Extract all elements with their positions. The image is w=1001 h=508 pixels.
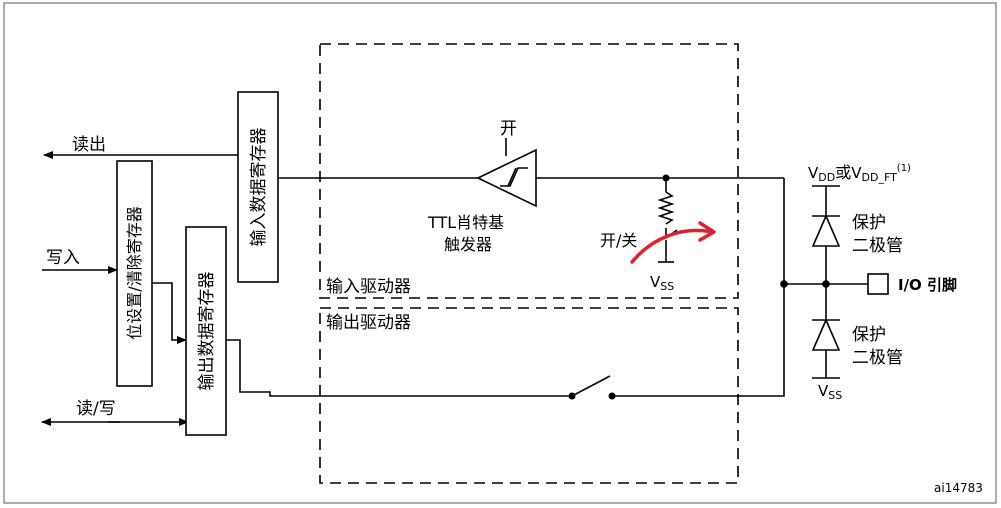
vdd-label: VDD或VDD_FT(1)	[808, 163, 911, 184]
io-pin-box	[867, 273, 889, 295]
annotation-arrow	[630, 228, 714, 264]
outer-frame	[3, 2, 997, 504]
figure-id: ai14783	[934, 481, 983, 495]
output-data-register	[185, 226, 227, 436]
read-out-label: 读出	[72, 135, 106, 155]
output-driver-label: 输出驱动器	[326, 313, 411, 333]
output-data-register-label: 输出数据寄存器	[197, 272, 217, 391]
write-in-label: 写入	[46, 248, 80, 268]
bottom-vss-label: VSS	[818, 382, 842, 402]
read-write-label: 读/写	[76, 399, 116, 419]
upper-protection-diode	[811, 213, 841, 247]
schmitt-on-label: 开	[500, 119, 517, 139]
lower-diode-label-line2: 二极管	[852, 348, 903, 368]
input-driver-region	[319, 43, 739, 299]
odr-output-wire	[226, 339, 572, 397]
upper-diode-label-line1: 保护	[852, 213, 886, 233]
bit-set-reset-register-label: 位设置/清除寄存器	[125, 206, 144, 339]
lower-protection-diode	[811, 317, 841, 351]
schmitt-trigger	[476, 148, 537, 208]
input-data-register	[237, 91, 279, 283]
schmitt-label-line1: TTL肖特基	[427, 213, 504, 232]
bit-set-reset-register	[116, 160, 153, 387]
hysteresis-icon	[500, 167, 528, 187]
upper-diode-label-line2: 二极管	[852, 236, 903, 256]
bsr-to-odr-wire	[152, 282, 187, 344]
input-data-register-label: 输入数据寄存器	[249, 128, 269, 247]
schmitt-label-line2: 触发器	[444, 235, 492, 254]
output-switch	[571, 375, 611, 397]
lower-diode-label-line1: 保护	[852, 325, 886, 345]
pulldown-vss-label: VSS	[650, 273, 674, 293]
on-off-label: 开/关	[600, 231, 637, 250]
pull-down-resistor	[657, 191, 675, 225]
io-pin-label: I/O 引脚	[898, 276, 957, 294]
input-driver-label: 输入驱动器	[326, 277, 411, 297]
